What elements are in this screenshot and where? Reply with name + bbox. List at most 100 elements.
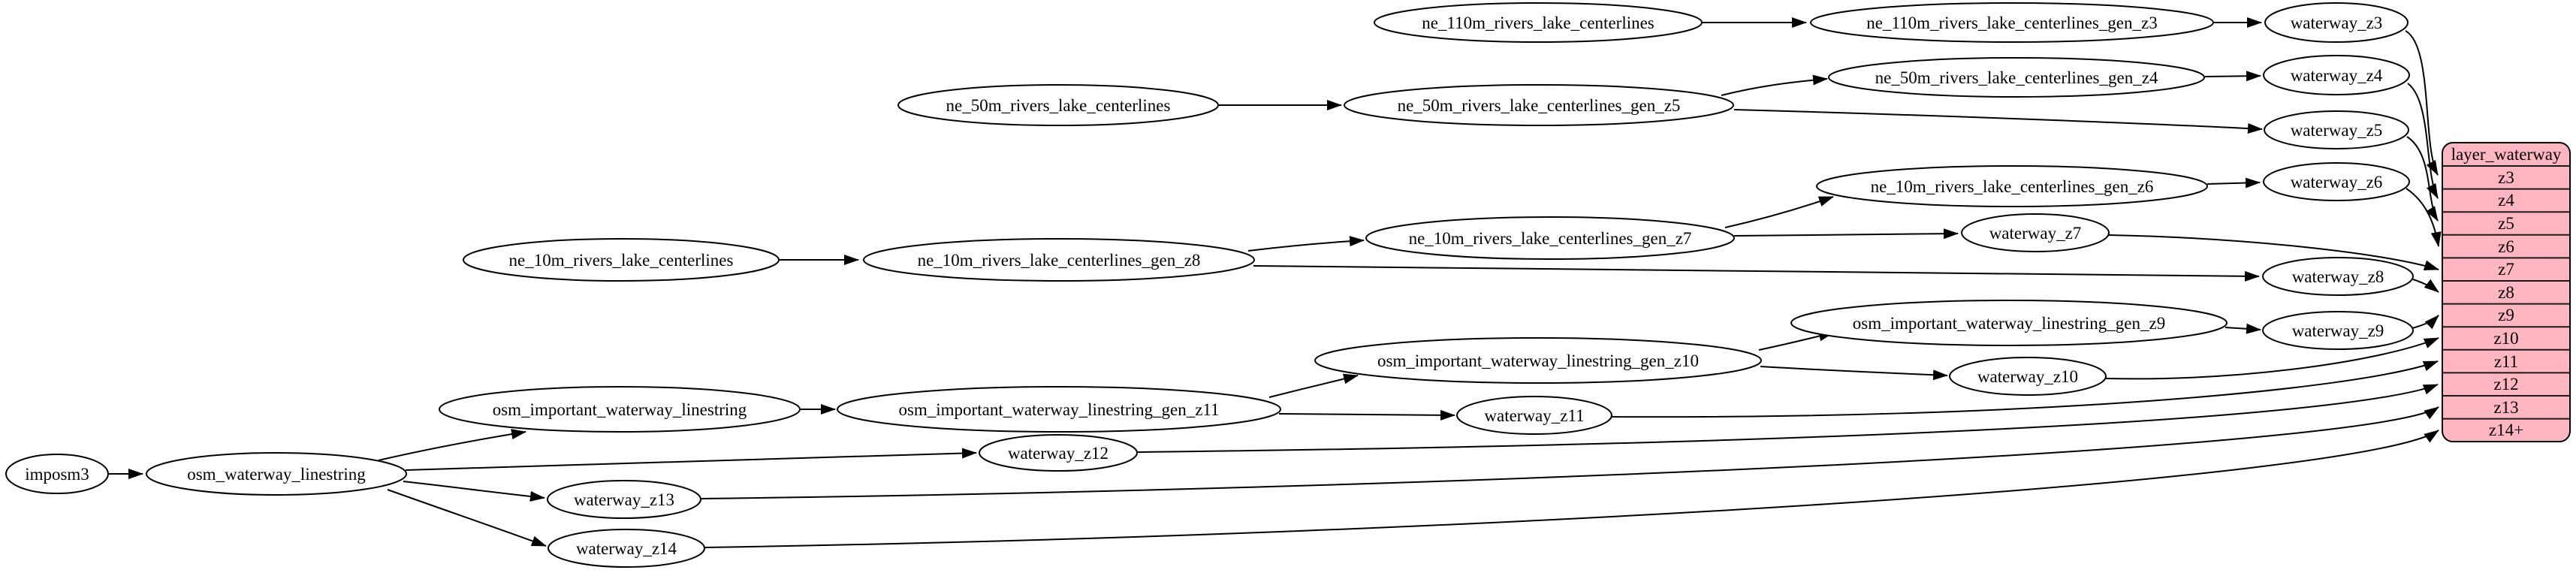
- node-label: waterway_z12: [1008, 444, 1109, 463]
- node-osm_important_waterway_linestring_gen_z11: osm_important_waterway_linestring_gen_z1…: [837, 386, 1281, 433]
- table-row-z4: z4: [2498, 191, 2514, 210]
- table-outline: [2442, 142, 2571, 442]
- node-ne_50m_rivers_lake_centerlines_gen_z4: ne_50m_rivers_lake_centerlines_gen_z4: [1828, 57, 2205, 98]
- node-label: waterway_z7: [1989, 224, 2082, 243]
- edge-osm_waterway_linestring-waterway_z12: [405, 448, 977, 471]
- node-ellipse: [897, 84, 1219, 126]
- edge-gen_z6-waterway_z6: [2206, 177, 2261, 188]
- node-waterway_z4: waterway_z4: [2263, 55, 2410, 95]
- node-ellipse: [2262, 311, 2414, 350]
- node-label: ne_10m_rivers_lake_centerlines_gen_z8: [918, 251, 1201, 270]
- node-label: osm_important_waterway_linestring_gen_z1…: [1377, 351, 1699, 370]
- edge-osm_waterway_linestring-waterway_z13: [403, 481, 545, 502]
- node-label: ne_10m_rivers_lake_centerlines: [509, 251, 734, 270]
- edge-waterway_z12-row-z12: [1136, 384, 2439, 453]
- node-ellipse: [979, 434, 1138, 472]
- table-row-z7: z7: [2498, 260, 2514, 279]
- node-ellipse: [1816, 165, 2208, 207]
- layer-waterway-table: layer_waterway z3 z4 z5 z6 z7 z8 z9 z10 …: [2442, 142, 2571, 442]
- edge-gen_z8-waterway_z8: [1253, 265, 2260, 282]
- node-label: ne_10m_rivers_lake_centerlines_gen_z6: [1871, 177, 2154, 196]
- node-ellipse: [2264, 2, 2409, 43]
- edge-waterway_z11-row-z11: [1611, 360, 2439, 418]
- table-row-z11: z11: [2494, 352, 2518, 371]
- node-ne_110m_rivers_lake_centerlines: ne_110m_rivers_lake_centerlines: [1374, 2, 1703, 43]
- node-ne_50m_rivers_lake_centerlines_gen_z5: ne_50m_rivers_lake_centerlines_gen_z5: [1344, 84, 1734, 126]
- node-ellipse: [863, 238, 1255, 282]
- node-ne_10m_rivers_lake_centerlines_gen_z8: ne_10m_rivers_lake_centerlines_gen_z8: [863, 238, 1255, 282]
- nodes: imposm3 osm_waterway_linestring osm_impo…: [5, 2, 2414, 568]
- edge-gen_z11-waterway_z11: [1278, 409, 1455, 421]
- edge-osm_waterway_linestring-osm_important_waterway_linestring: [378, 429, 526, 461]
- table-row-z14: z14+: [2489, 421, 2523, 439]
- node-label: osm_important_waterway_linestring_gen_z1…: [898, 400, 1219, 419]
- node-waterway_z5: waterway_z5: [2264, 110, 2409, 149]
- table-row-z3: z3: [2498, 168, 2514, 187]
- node-ellipse: [547, 529, 705, 568]
- node-ellipse: [1314, 337, 1762, 384]
- edge-gen_z7-waterway_z7: [1733, 228, 1959, 240]
- table-row-z12: z12: [2493, 375, 2518, 394]
- edges: [108, 17, 2442, 548]
- node-label: ne_50m_rivers_lake_centerlines: [946, 96, 1171, 115]
- edge-waterway_z9-row-z9: [2412, 315, 2439, 330]
- node-waterway_z11: waterway_z11: [1456, 396, 1612, 435]
- edge-gen_z11-gen_z10: [1268, 373, 1359, 398]
- edge-gen_z10-waterway_z10: [1760, 366, 1948, 381]
- table-row-z5: z5: [2498, 214, 2514, 233]
- edge-waterway_z6-row-z6: [2406, 188, 2442, 247]
- node-label: waterway_z5: [2291, 121, 2383, 140]
- node-ellipse: [439, 386, 801, 433]
- node-ellipse: [2263, 162, 2410, 201]
- node-ellipse: [1374, 2, 1703, 43]
- node-ellipse: [146, 452, 407, 496]
- node-label: osm_important_waterway_linestring_gen_z9: [1853, 314, 2165, 333]
- node-ellipse: [1790, 300, 2228, 346]
- node-ne_110m_rivers_lake_centerlines_gen_z3: ne_110m_rivers_lake_centerlines_gen_z3: [1810, 2, 2214, 43]
- node-waterway_z9: waterway_z9: [2262, 311, 2414, 350]
- node-waterway_z6: waterway_z6: [2263, 162, 2410, 201]
- edge-waterway_z13-row-z13: [700, 406, 2439, 499]
- edge-gen_z5-gen_z4: [1721, 74, 1828, 96]
- node-waterway_z14: waterway_z14: [547, 529, 705, 568]
- node-label: waterway_z3: [2291, 14, 2383, 32]
- edge-gen_z4-waterway_z4: [2204, 71, 2261, 82]
- node-waterway_z12: waterway_z12: [979, 434, 1138, 472]
- node-ellipse: [837, 386, 1281, 433]
- edge-waterway_z14-row-z14: [704, 430, 2439, 548]
- edge-gen_z9-waterway_z9: [2225, 323, 2261, 334]
- node-label: waterway_z11: [1484, 406, 1584, 425]
- node-osm_waterway_linestring: osm_waterway_linestring: [146, 452, 407, 496]
- edge-waterway_z7-row-z7: [2108, 234, 2439, 271]
- edge-waterway_z5-row-z5: [2406, 136, 2439, 222]
- table-row-z13: z13: [2493, 398, 2518, 417]
- node-ellipse: [2262, 257, 2414, 296]
- node-label: osm_important_waterway_linestring: [493, 400, 747, 419]
- node-ellipse: [2263, 55, 2410, 95]
- edge-gen_z7-gen_z6: [1724, 196, 1834, 228]
- node-ne_10m_rivers_lake_centerlines_gen_z7: ne_10m_rivers_lake_centerlines_gen_z7: [1365, 216, 1735, 260]
- node-label: ne_110m_rivers_lake_centerlines: [1422, 14, 1654, 32]
- node-label: imposm3: [25, 465, 89, 484]
- node-label: waterway_z10: [1977, 367, 2078, 386]
- node-ellipse: [1810, 2, 2214, 43]
- node-ellipse: [1344, 84, 1734, 126]
- node-ellipse: [463, 238, 780, 282]
- edge-gen_z5-waterway_z5: [1733, 109, 2263, 134]
- table-title: layer_waterway: [2451, 145, 2562, 164]
- node-ellipse: [1456, 396, 1612, 435]
- node-ne_10m_rivers_lake_centerlines: ne_10m_rivers_lake_centerlines: [463, 238, 780, 282]
- node-label: waterway_z13: [574, 490, 674, 509]
- node-waterway_z8: waterway_z8: [2262, 257, 2414, 296]
- node-label: waterway_z4: [2291, 66, 2383, 85]
- node-osm_important_waterway_linestring_gen_z10: osm_important_waterway_linestring_gen_z1…: [1314, 337, 1762, 384]
- node-imposm3: imposm3: [5, 454, 109, 494]
- node-ellipse: [1828, 57, 2205, 98]
- node-label: ne_10m_rivers_lake_centerlines_gen_z7: [1409, 229, 1692, 248]
- node-waterway_z3: waterway_z3: [2264, 2, 2409, 43]
- table-row-z9: z9: [2498, 306, 2514, 324]
- edge-gen_z8-gen_z7: [1247, 236, 1365, 252]
- node-ellipse: [1949, 357, 2107, 396]
